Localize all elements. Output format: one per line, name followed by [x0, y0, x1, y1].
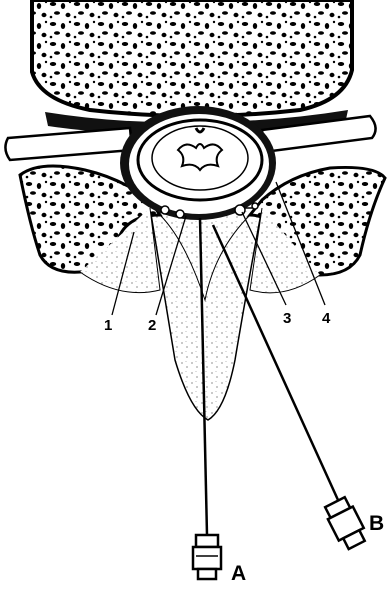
label-needle-a: A [231, 562, 246, 585]
label-3: 3 [283, 310, 291, 327]
spinous-process [150, 208, 262, 420]
nerve-root-left [5, 128, 132, 160]
label-2: 2 [148, 317, 156, 334]
label-needle-b: B [369, 512, 384, 535]
spinal-cord [152, 126, 248, 190]
label-4: 4 [322, 310, 331, 327]
label-1: 1 [104, 317, 112, 334]
vertebral-body [32, 0, 352, 116]
